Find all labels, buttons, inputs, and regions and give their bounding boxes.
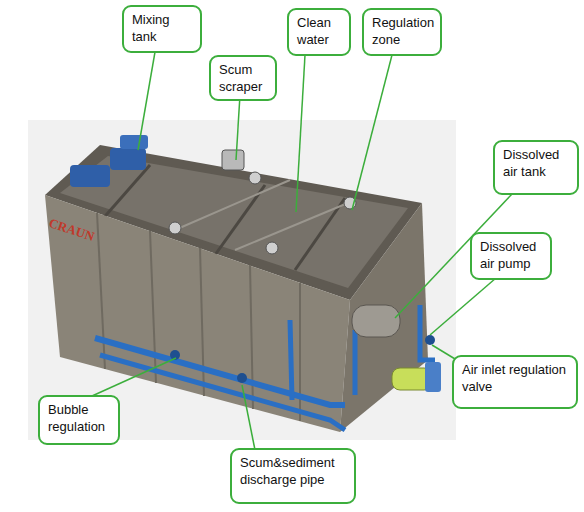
pipe xyxy=(353,330,358,395)
partition xyxy=(215,185,265,255)
callout-text: Regulation zone xyxy=(372,14,432,48)
mixer-motor xyxy=(70,165,110,187)
leader-line xyxy=(296,55,305,212)
discharge-pipe xyxy=(95,338,345,405)
rib xyxy=(299,283,301,421)
callout-text: Dissolved air pump xyxy=(480,238,542,272)
leader-line xyxy=(430,278,496,335)
rib xyxy=(97,213,105,369)
callout-box: Clean water xyxy=(287,8,351,56)
scraper-wheel xyxy=(249,172,261,184)
scraper-shaft xyxy=(235,200,355,250)
scraper-motor xyxy=(222,150,244,170)
callout-box: Air inlet regulation valve xyxy=(452,355,578,409)
tank-end xyxy=(340,203,428,432)
mixer-motor xyxy=(110,148,146,170)
scraper-wheel xyxy=(169,222,181,234)
valve xyxy=(425,335,435,345)
callout-box: Bubble regulation xyxy=(38,395,120,445)
leader-line xyxy=(92,358,176,396)
callout-box: Scum scraper xyxy=(209,55,277,101)
callout-text: Air inlet regulation valve xyxy=(462,361,568,395)
partition xyxy=(295,198,345,270)
pipe xyxy=(290,320,292,400)
callout-text: Mixing tank xyxy=(132,11,192,45)
scraper-shaft xyxy=(175,180,290,230)
callout-text: Scum&sediment discharge pipe xyxy=(240,454,346,488)
callout-box: Scum&sediment discharge pipe xyxy=(230,448,356,504)
valve xyxy=(237,373,247,383)
discharge-pipe xyxy=(100,355,345,430)
photo-background xyxy=(28,120,456,440)
leader-line xyxy=(138,52,155,150)
pump-head xyxy=(425,362,441,392)
callout-text: Scum scraper xyxy=(219,61,267,95)
callout-box: Regulation zone xyxy=(362,8,442,56)
callout-box: Dissolved air pump xyxy=(470,232,552,280)
leader-line xyxy=(242,385,255,450)
callout-text: Bubble regulation xyxy=(48,401,110,435)
leader-line xyxy=(236,95,240,160)
rib xyxy=(200,248,204,396)
air-tank xyxy=(352,305,400,337)
leader-line xyxy=(352,55,392,210)
callout-box: Mixing tank xyxy=(122,5,202,53)
callout-box: Dissolved air tank xyxy=(493,140,579,195)
scraper-wheel xyxy=(266,242,278,254)
callout-text: Dissolved air tank xyxy=(503,146,569,180)
callout-text: Clean water xyxy=(297,14,341,48)
rib xyxy=(150,231,156,383)
mixer-motor xyxy=(120,135,148,149)
rib xyxy=(250,265,253,409)
